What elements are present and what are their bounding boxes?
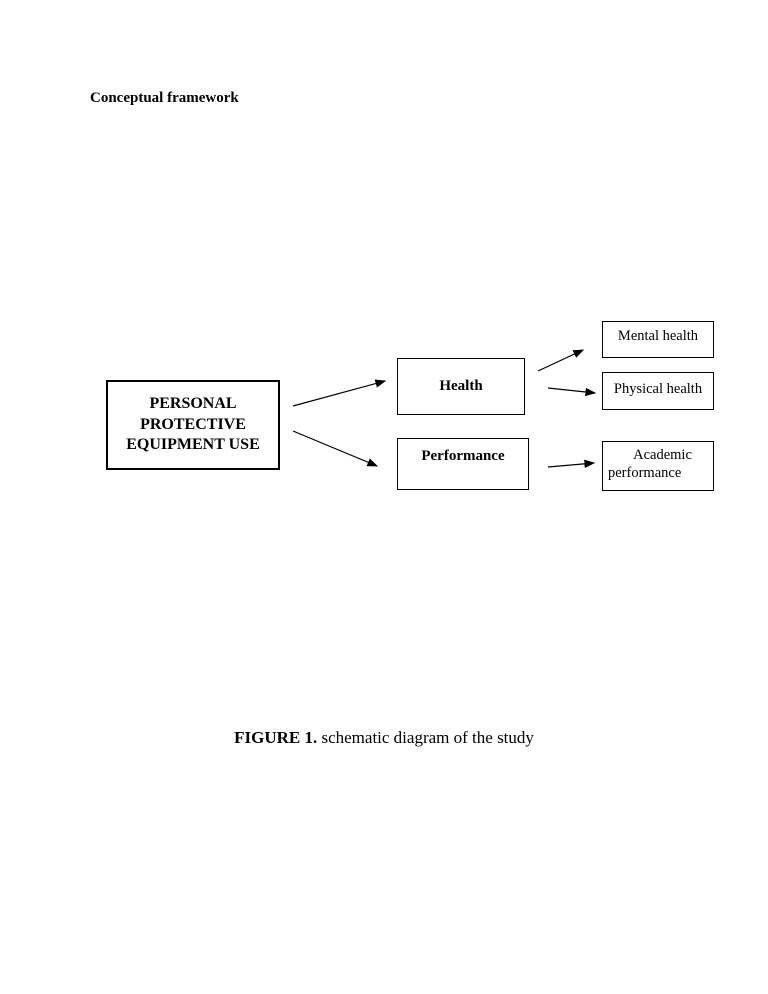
node-academic-performance-line-2: performance bbox=[608, 465, 682, 481]
section-heading: Conceptual framework bbox=[90, 90, 239, 106]
figure-caption: FIGURE 1. schematic diagram of the study bbox=[0, 728, 768, 748]
node-physical-health: Physical health bbox=[602, 372, 714, 410]
arrow-health-to-mental-health bbox=[537, 349, 585, 372]
arrow-ppe-to-performance bbox=[292, 430, 379, 467]
arrow-health-to-physical-health bbox=[547, 387, 597, 397]
node-ppe-line-1: PERSONAL bbox=[149, 395, 237, 413]
figure-caption-label: FIGURE 1. bbox=[234, 728, 318, 747]
node-ppe-use: PERSONAL PROTECTIVE EQUIPMENT USE bbox=[106, 380, 280, 470]
node-academic-performance-line-1: Academic bbox=[633, 447, 692, 463]
node-mental-health-label: Mental health bbox=[617, 328, 699, 344]
figure-caption-text: schematic diagram of the study bbox=[317, 728, 534, 747]
node-performance-label: Performance bbox=[421, 448, 505, 464]
node-physical-health-label: Physical health bbox=[613, 381, 703, 397]
node-ppe-line-2: PROTECTIVE bbox=[140, 415, 246, 433]
arrow-ppe-to-health bbox=[292, 379, 387, 407]
node-mental-health: Mental health bbox=[602, 321, 714, 358]
node-performance: Performance bbox=[397, 438, 529, 490]
node-health: Health bbox=[397, 358, 525, 415]
node-health-label: Health bbox=[439, 378, 483, 394]
node-academic-performance: Academic performance bbox=[602, 441, 714, 491]
node-ppe-line-3: EQUIPMENT USE bbox=[126, 436, 260, 454]
arrow-performance-to-academic-performance bbox=[547, 459, 596, 469]
